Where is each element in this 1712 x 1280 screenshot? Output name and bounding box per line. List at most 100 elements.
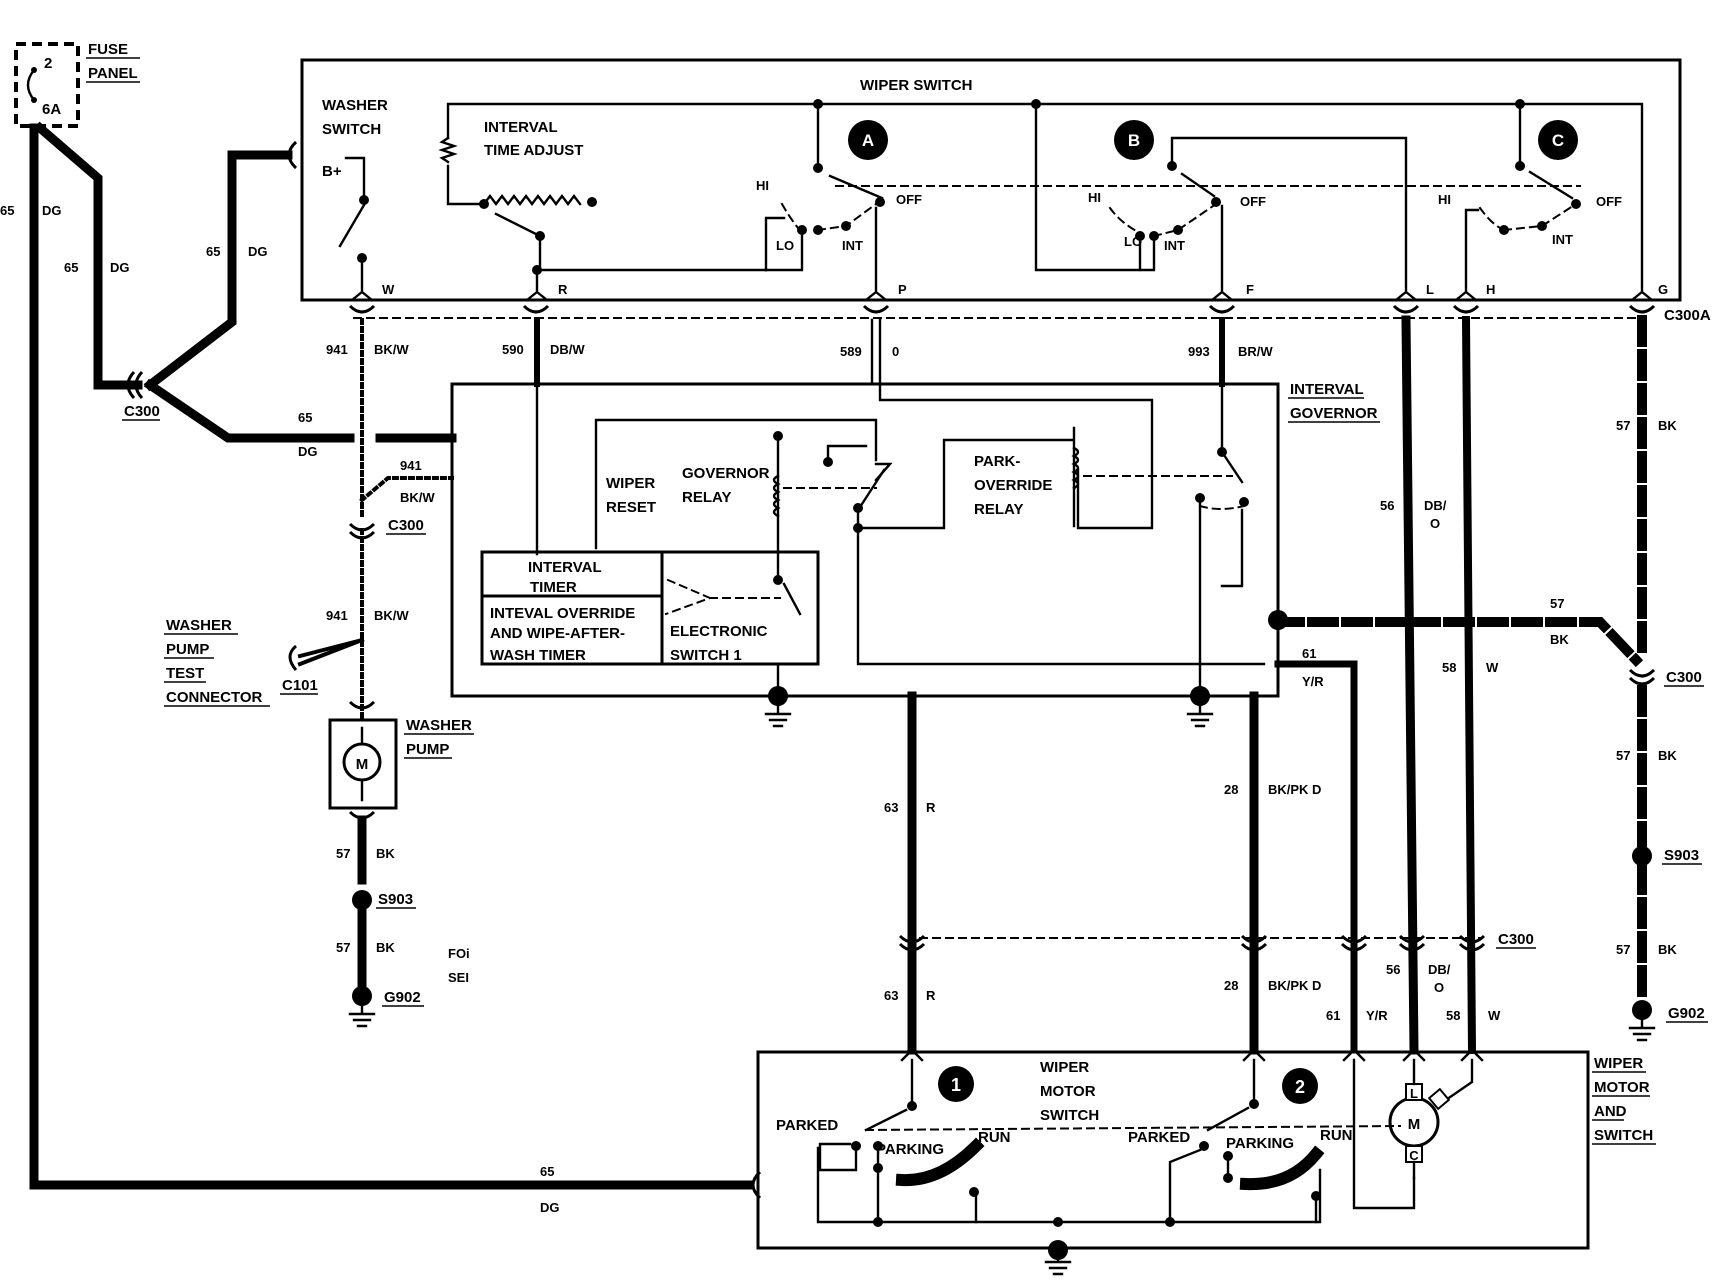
interval-timer-label-2: TIMER <box>530 579 577 596</box>
w941-label-3: 941 <box>326 608 348 623</box>
o-label: 0 <box>892 344 899 359</box>
c300-label-lower: C300 <box>1498 931 1534 948</box>
w63-label: 63 <box>884 800 898 815</box>
washer-pump: M WASHER PUMP 57 BK S903 57 BK G902 FOi … <box>328 700 474 1028</box>
yr-label: Y/R <box>1302 674 1324 689</box>
wire-941: 941 BK/W 941 BK/W C300 941 BK/W <box>326 318 454 722</box>
wp-test-label: WASHER <box>166 617 232 634</box>
int-c: INT <box>1552 232 1573 247</box>
parked-1: PARKED <box>776 1117 838 1134</box>
motor-pin-c: C <box>1409 1148 1419 1163</box>
off-b: OFF <box>1240 194 1266 209</box>
pin-p: P <box>898 282 907 297</box>
switch-output-wires: 590 DB/W 589 0 993 BR/W <box>502 317 1273 556</box>
c300-lower: C300 <box>919 931 1536 949</box>
dbo-label-3: DB/ <box>1428 962 1451 977</box>
motor-pin-l: L <box>1410 1086 1418 1101</box>
dbo-label: DB/ <box>1424 498 1447 513</box>
hi-a: HI <box>756 178 769 193</box>
dg-label-4: DG <box>298 444 318 459</box>
w941-label: 941 <box>326 342 348 357</box>
pin-f: F <box>1246 282 1254 297</box>
c300a-connector: C300A <box>348 290 1711 324</box>
w56-label: 56 <box>1380 498 1394 513</box>
bk-right-3: BK <box>1658 748 1677 763</box>
wire-56: 56 DB/ O 56 DB/ O <box>1380 315 1451 1055</box>
w65-label: 65 <box>0 203 14 218</box>
washer-switch-label-2: SWITCH <box>322 121 381 138</box>
wiper-switch-title: WIPER SWITCH <box>860 77 973 94</box>
w941-label-2: 941 <box>400 458 422 473</box>
brw-label: BR/W <box>1238 344 1273 359</box>
g902-left: G902 <box>384 989 421 1006</box>
w57-pump: 57 <box>336 846 350 861</box>
wmas-label-4: SWITCH <box>1594 1127 1653 1144</box>
wiper-motor-m: M <box>1408 1116 1421 1133</box>
wiper-reset-label-2: RESET <box>606 499 656 516</box>
bkw-label-3: BK/W <box>374 608 409 623</box>
dbo-label-4: O <box>1434 980 1444 995</box>
governor-relay-label-2: RELAY <box>682 489 731 506</box>
w-label: W <box>1486 660 1499 675</box>
interval-governor-label: INTERVAL <box>1290 381 1364 398</box>
w57-pump-2: 57 <box>336 940 350 955</box>
w58-label-2: 58 <box>1446 1008 1460 1023</box>
pin-h: H <box>1486 282 1495 297</box>
washer-pump-test-connector: WASHER PUMP TEST CONNECTOR C101 <box>164 617 365 707</box>
c101-label: C101 <box>282 677 318 694</box>
fuse-number: 2 <box>44 55 52 72</box>
w61-label-2: 61 <box>1326 1008 1340 1023</box>
wire-57-right: 57 BK 57 BK C300 57 BK S903 57 BK G902 <box>1268 315 1708 1042</box>
c300-label-left: C300 <box>124 403 160 420</box>
wmas-label: WIPER <box>1594 1055 1643 1072</box>
marker-2: 2 <box>1295 1077 1305 1097</box>
dbo-label-2: O <box>1430 516 1440 531</box>
override-timer-label-2: AND WIPE-AFTER- <box>490 625 625 642</box>
bkpkd-label-2: BK/PK D <box>1268 978 1321 993</box>
c300a-label: C300A <box>1664 307 1711 324</box>
parked-2: PARKED <box>1128 1129 1190 1146</box>
interval-adjust-label-2: TIME ADJUST <box>484 142 583 159</box>
run-2: RUN <box>1320 1127 1353 1144</box>
washer-pump-label-2: PUMP <box>406 741 449 758</box>
governor-relay-label: GOVERNOR <box>682 465 770 482</box>
w57-right-2: 57 <box>1550 596 1564 611</box>
wp-test-label-2: PUMP <box>166 641 209 658</box>
w589-label: 589 <box>840 344 862 359</box>
w65-label-4: 65 <box>298 410 312 425</box>
parking-2: PARKING <box>1226 1135 1294 1152</box>
bkw-label-2: BK/W <box>400 490 435 505</box>
wmas-label-2: MOTOR <box>1594 1079 1650 1096</box>
bk-right-4: BK <box>1658 942 1677 957</box>
w28-label-2: 28 <box>1224 978 1238 993</box>
marker-a: A <box>862 131 874 150</box>
interval-governor-box: INTERVAL GOVERNOR WIPER RESET GOVERNOR R… <box>450 381 1380 728</box>
hi-b: HI <box>1088 190 1101 205</box>
c300-label-941: C300 <box>388 517 424 534</box>
w993-label: 993 <box>1188 344 1210 359</box>
dg-label-2: DG <box>110 260 130 275</box>
pin-r: R <box>558 282 568 297</box>
electronic-switch-label-2: SWITCH 1 <box>670 647 742 664</box>
override-timer-label: INTEVAL OVERRIDE <box>490 605 635 622</box>
hi-c: HI <box>1438 192 1451 207</box>
wp-test-label-4: CONNECTOR <box>166 689 263 706</box>
dg-label-5: DG <box>540 1200 560 1215</box>
dbw-label: DB/W <box>550 342 585 357</box>
foi-label: FOi <box>448 946 470 961</box>
w57-right: 57 <box>1616 418 1630 433</box>
b-plus-label: B+ <box>322 163 342 180</box>
wire-58: 58 W 58 W <box>1442 315 1501 1055</box>
dg-label-3: DG <box>248 244 268 259</box>
circuit-65-feed: 65 DG 65 DG 65 DG C300 65 DG 65 DG <box>0 121 762 1215</box>
s903-right: S903 <box>1664 847 1699 864</box>
bk-right-2: BK <box>1550 632 1569 647</box>
w590-label: 590 <box>502 342 524 357</box>
w61-label: 61 <box>1302 646 1316 661</box>
s903-left: S903 <box>378 891 413 908</box>
pin-w: W <box>382 282 395 297</box>
w-label-2: W <box>1488 1008 1501 1023</box>
w65-label-2: 65 <box>64 260 78 275</box>
fuse-panel: 2 6A FUSE PANEL <box>14 41 140 128</box>
int-a: INT <box>842 238 863 253</box>
